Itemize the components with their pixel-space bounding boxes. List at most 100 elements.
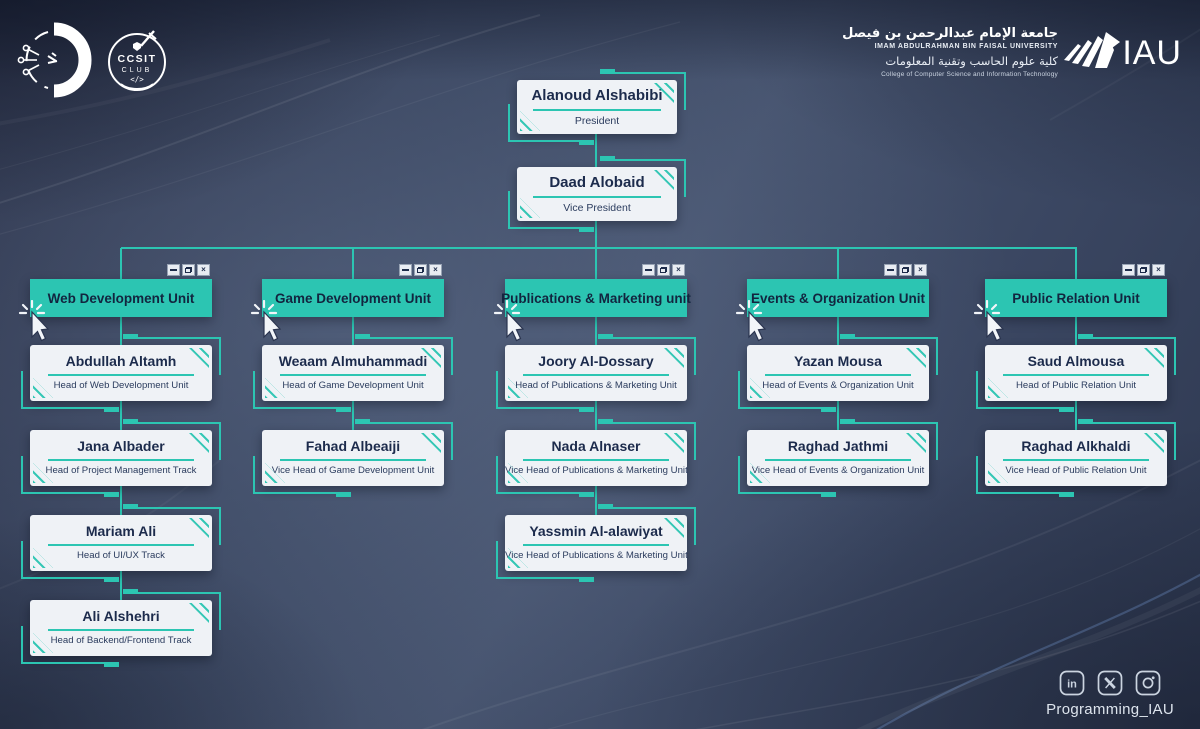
minimize-icon[interactable] <box>642 264 655 276</box>
member-name: Nada Alnaser <box>551 438 641 454</box>
club-logos: CCSIT CLUB </> <box>12 18 170 102</box>
member-role: Vice Head of Events & Organization Unit <box>751 465 925 476</box>
member-card[interactable]: Nada Alnaser Vice Head of Publications &… <box>496 419 696 497</box>
member-card[interactable]: Raghad Alkhaldi Vice Head of Public Rela… <box>976 419 1176 497</box>
unit-header[interactable]: Game Development Unit <box>250 279 444 342</box>
member-role: Vice President <box>563 202 631 214</box>
member-card[interactable]: Yazan Mousa Head of Events & Organizatio… <box>738 334 938 412</box>
member-card[interactable]: Ali Alshehri Head of Backend/Frontend Tr… <box>21 589 221 667</box>
connector-line <box>595 133 597 167</box>
member-name: Fahad Albeaiji <box>305 438 401 454</box>
member-role: Head of Project Management Track <box>45 465 197 476</box>
unit-column: × Public Relation Unit Saud Almousa Head… <box>973 248 1176 668</box>
member-role: Head of Publications & Marketing Unit <box>515 380 677 391</box>
iau-logo-text: IAU <box>1122 33 1182 72</box>
minimize-icon[interactable] <box>167 264 180 276</box>
cursor-click-icon <box>735 300 767 342</box>
restore-icon[interactable] <box>657 264 670 276</box>
member-name: Yassmin Al-alawiyat <box>529 523 663 539</box>
member-card[interactable]: Mariam Ali Head of UI/UX Track <box>21 504 221 582</box>
member-name: Daad Alobaid <box>549 174 645 191</box>
close-icon[interactable]: × <box>429 264 442 276</box>
member-name: Weaam Almuhammadi <box>278 353 428 369</box>
cursor-click-icon <box>250 300 282 342</box>
close-icon[interactable]: × <box>672 264 685 276</box>
divider <box>1003 374 1149 376</box>
member-name: Abdullah Altamh <box>65 353 177 369</box>
instagram-icon[interactable] <box>1135 670 1161 696</box>
minimize-icon[interactable] <box>884 264 897 276</box>
member-name: Yazan Mousa <box>794 353 882 369</box>
divider <box>523 544 669 546</box>
divider <box>280 459 426 461</box>
divider <box>48 629 194 631</box>
college-name-arabic: كلية علوم الحاسب وتقنية المعلومات <box>885 54 1058 69</box>
member-card[interactable]: Yassmin Al-alawiyat Vice Head of Publica… <box>496 504 696 582</box>
unit-header[interactable]: Publications & Marketing unit <box>493 279 691 342</box>
ccsit-club-logo-icon: CCSIT CLUB </> <box>108 30 166 91</box>
member-role: Head of UI/UX Track <box>77 550 165 561</box>
unit-header[interactable]: Public Relation Unit <box>973 279 1167 342</box>
window-controls: × <box>884 264 927 276</box>
member-role: Head of Public Relation Unit <box>1016 380 1136 391</box>
close-icon[interactable]: × <box>914 264 927 276</box>
member-role: Head of Game Development Unit <box>282 380 424 391</box>
iau-logo-mark-icon <box>1064 32 1121 68</box>
divider <box>1003 459 1149 461</box>
footer-social: in Programming_IAU <box>1046 670 1174 718</box>
window-controls: × <box>642 264 685 276</box>
member-role: President <box>574 115 620 127</box>
x-icon[interactable] <box>1097 670 1123 696</box>
connector-line <box>120 248 122 280</box>
member-role: Vice Head of Publications & Marketing Un… <box>505 465 688 476</box>
unit-label: Public Relation Unit <box>1012 290 1140 306</box>
close-icon[interactable]: × <box>197 264 210 276</box>
unit-column: × Events & Organization Unit Yazan Mousa… <box>735 248 938 668</box>
member-role: Vice Head of Game Development Unit <box>271 465 435 476</box>
unit-label: Game Development Unit <box>274 290 432 306</box>
window-controls: × <box>167 264 210 276</box>
minimize-icon[interactable] <box>399 264 412 276</box>
unit-header[interactable]: Web Development Unit <box>18 279 212 342</box>
minimize-icon[interactable] <box>1122 264 1135 276</box>
iau-logo: IAU <box>1062 28 1182 78</box>
cursor-click-icon <box>973 300 1005 342</box>
president-card[interactable]: Alanoud Alshabibi President <box>508 69 686 145</box>
member-role: Vice Head of Public Relation Unit <box>1005 465 1147 476</box>
divider <box>48 459 194 461</box>
member-name: Alanoud Alshabibi <box>531 87 663 104</box>
divider <box>48 544 194 546</box>
member-name: Saud Almousa <box>1027 353 1125 369</box>
unit-column: × Game Development Unit Weaam Almuhammad… <box>250 248 453 668</box>
unit-column: × Publications & Marketing unit Joory Al… <box>493 248 696 668</box>
member-card[interactable]: Jana Albader Head of Project Management … <box>21 419 221 497</box>
member-card[interactable]: Fahad Albeaiji Vice Head of Game Develop… <box>253 419 453 497</box>
member-card[interactable]: Raghad Jathmi Vice Head of Events & Orga… <box>738 419 938 497</box>
vice-president-card[interactable]: Daad Alobaid Vice President <box>508 156 686 232</box>
member-role: Head of Events & Organization Unit <box>762 380 914 391</box>
restore-icon[interactable] <box>1137 264 1150 276</box>
restore-icon[interactable] <box>899 264 912 276</box>
svg-text:CCSIT: CCSIT <box>118 53 157 65</box>
close-icon[interactable]: × <box>1152 264 1165 276</box>
member-name: Ali Alshehri <box>82 608 160 624</box>
restore-icon[interactable] <box>414 264 427 276</box>
social-handle: Programming_IAU <box>1046 701 1174 718</box>
member-name: Mariam Ali <box>85 523 157 539</box>
unit-header[interactable]: Events & Organization Unit <box>735 279 929 342</box>
member-card[interactable]: Abdullah Altamh Head of Web Development … <box>21 334 221 412</box>
member-card[interactable]: Joory Al-Dossary Head of Publications & … <box>496 334 696 412</box>
member-card[interactable]: Weaam Almuhammadi Head of Game Developme… <box>253 334 453 412</box>
linkedin-icon[interactable]: in <box>1059 670 1085 696</box>
college-name-english: College of Computer Science and Informat… <box>881 70 1058 78</box>
unit-column: × Web Development Unit Abdullah Altamh H… <box>18 248 221 668</box>
divider <box>523 459 669 461</box>
restore-icon[interactable] <box>182 264 195 276</box>
connector-line <box>352 248 354 280</box>
cursor-click-icon <box>493 300 525 342</box>
member-card[interactable]: Saud Almousa Head of Public Relation Uni… <box>976 334 1176 412</box>
programming-club-logo-icon <box>17 22 92 98</box>
svg-text:in: in <box>1067 679 1077 691</box>
university-text-block: جامعة الإمام عبدالرحمن بن فيصل IMAM ABDU… <box>842 26 1058 79</box>
member-role: Head of Web Development Unit <box>53 380 189 391</box>
